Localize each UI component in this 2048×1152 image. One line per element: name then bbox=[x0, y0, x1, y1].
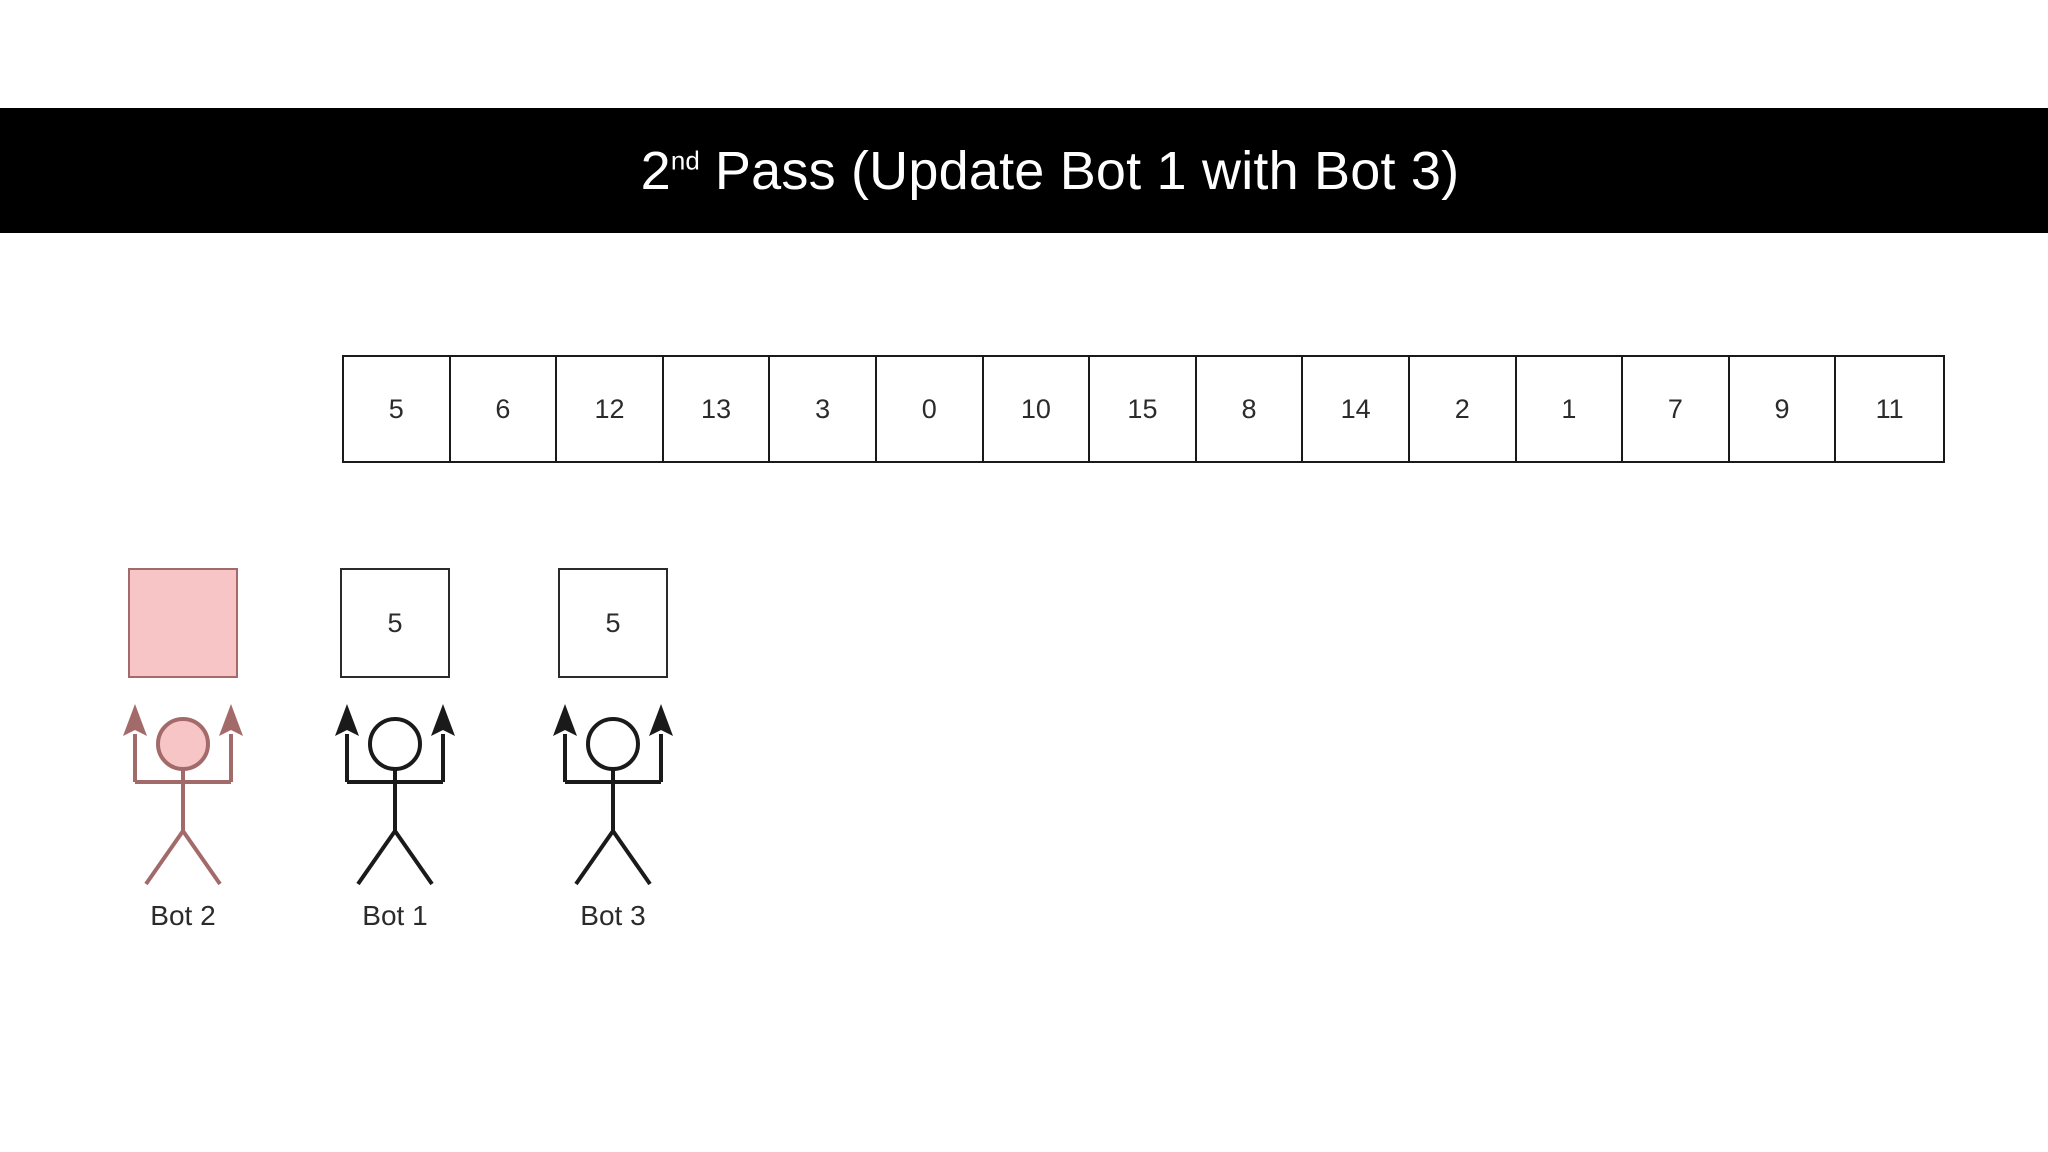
array-cell[interactable]: 7 bbox=[1623, 357, 1730, 461]
array-cell[interactable]: 9 bbox=[1729, 357, 1837, 461]
array-cell[interactable]: 11 bbox=[1836, 357, 1943, 461]
array-cell[interactable]: 10 bbox=[983, 357, 1091, 461]
title-ordinal-suffix: nd bbox=[670, 147, 700, 176]
bot-3-stick-figure-icon bbox=[548, 686, 678, 886]
bot-1-label: Bot 1 bbox=[362, 900, 428, 931]
array-cell[interactable]: 8 bbox=[1196, 357, 1304, 461]
bot-2-value-box bbox=[128, 568, 238, 678]
array-cell[interactable]: 1 bbox=[1516, 357, 1624, 461]
bot-1-stick-figure-icon bbox=[330, 686, 460, 886]
array-cell[interactable]: 14 bbox=[1303, 357, 1410, 461]
array-cell[interactable]: 0 bbox=[876, 357, 984, 461]
bot-2-stick-figure-icon bbox=[118, 686, 248, 886]
bot-3-value-box: 5 bbox=[558, 568, 668, 678]
array-cell[interactable]: 2 bbox=[1409, 357, 1517, 461]
title-rest: Pass (Update Bot 1 with Bot 3) bbox=[699, 140, 1460, 201]
title-banner: 2nd Pass (Update Bot 1 with Bot 3) bbox=[0, 108, 2048, 233]
array-cell[interactable]: 5 bbox=[344, 357, 451, 461]
array-cell[interactable]: 13 bbox=[663, 357, 771, 461]
bot-1-value-box: 5 bbox=[340, 568, 450, 678]
array-cell[interactable]: 15 bbox=[1090, 357, 1197, 461]
array-cell[interactable]: 12 bbox=[557, 357, 664, 461]
array-cell[interactable]: 6 bbox=[450, 357, 558, 461]
array-cell[interactable]: 3 bbox=[770, 357, 877, 461]
bot-3-label: Bot 3 bbox=[580, 900, 646, 931]
bot-2-label: Bot 2 bbox=[150, 900, 216, 931]
title-number: 2 bbox=[640, 140, 671, 201]
page-title: 2nd Pass (Update Bot 1 with Bot 3) bbox=[641, 144, 1460, 198]
